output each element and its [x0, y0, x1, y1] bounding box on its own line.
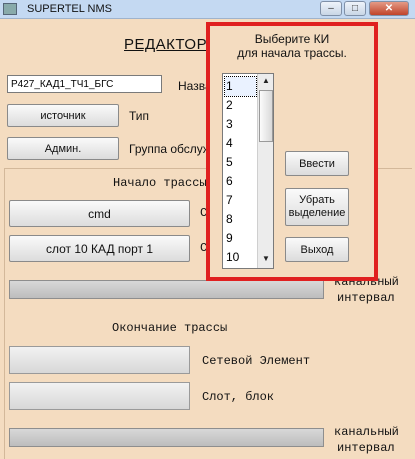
channel-interval-bar-start[interactable]: [9, 280, 324, 299]
list-item[interactable]: 2: [226, 98, 233, 112]
end-section-title: Окончание трассы: [112, 321, 228, 335]
list-item[interactable]: 7: [226, 193, 233, 207]
window-title: SUPERTEL NMS: [27, 3, 112, 15]
list-item[interactable]: 8: [226, 212, 233, 226]
dialog-title: Выберите КИ: [254, 32, 330, 46]
name-label: Назва: [178, 79, 212, 93]
list-item[interactable]: 9: [226, 231, 233, 245]
list-item[interactable]: 5: [226, 155, 233, 169]
scroll-down-arrow-icon[interactable]: ▼: [262, 254, 270, 263]
group-label: Группа обслуж: [129, 142, 211, 156]
scroll-thumb[interactable]: [259, 90, 273, 142]
app-icon: [3, 3, 17, 15]
scroll-up-arrow-icon[interactable]: ▲: [262, 76, 270, 85]
title-bar: [0, 0, 415, 19]
dialog-subtitle: для начала трассы.: [237, 46, 347, 60]
exit-button[interactable]: Выход: [285, 237, 349, 262]
maximize-button[interactable]: □: [344, 1, 366, 16]
close-button[interactable]: ✕: [369, 1, 409, 16]
channel-list[interactable]: 1 2 3 4 5 6 7 8 9 10 ▲ ▼: [222, 73, 274, 269]
list-item[interactable]: 3: [226, 117, 233, 131]
source-button[interactable]: источник: [7, 104, 119, 127]
enter-button[interactable]: Ввести: [285, 151, 349, 176]
clear-selection-label-1: Убрать: [299, 194, 335, 206]
type-label: Тип: [129, 109, 150, 123]
slot-label-start: С: [200, 241, 208, 255]
admin-button[interactable]: Админ.: [7, 137, 119, 160]
list-item[interactable]: 6: [226, 174, 233, 188]
channel-label-start-2: интервал: [337, 291, 395, 305]
start-section-title: Начало трассы: [113, 176, 207, 190]
channel-label-end-1: канальный: [334, 425, 399, 439]
slot-button[interactable]: слот 10 КАД порт 1: [9, 235, 190, 262]
channel-label-end-2: интервал: [337, 441, 395, 455]
cmd-button[interactable]: cmd: [9, 200, 190, 227]
minimize-button[interactable]: –: [320, 1, 342, 16]
channel-interval-bar-end[interactable]: [9, 428, 324, 447]
list-scrollbar[interactable]: ▲ ▼: [257, 74, 273, 268]
network-element-label-end: Сетевой Элемент: [202, 354, 311, 368]
end-network-element-button[interactable]: [9, 346, 190, 374]
slot-block-label-end: Слот, блок: [202, 390, 275, 404]
list-item[interactable]: 1: [224, 76, 257, 97]
clear-selection-button[interactable]: Убрать выделение: [285, 188, 349, 226]
page-title: РЕДАКТОР Т: [124, 36, 222, 53]
route-name-field[interactable]: Р427_КАД1_ТЧ1_БГС: [7, 75, 162, 93]
list-item[interactable]: 4: [226, 136, 233, 150]
end-slot-button[interactable]: [9, 382, 190, 410]
list-item[interactable]: 10: [226, 250, 240, 264]
clear-selection-label-2: выделение: [288, 207, 346, 219]
